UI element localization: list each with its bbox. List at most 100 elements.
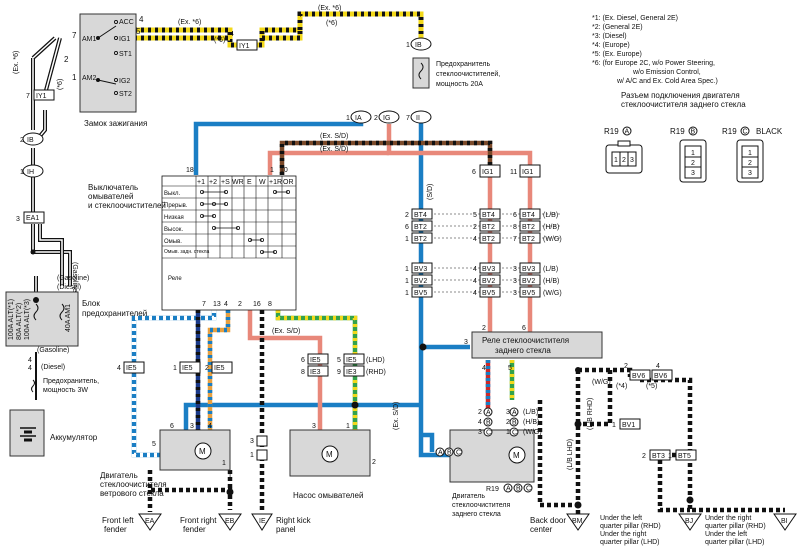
switch-col-5: E: [247, 179, 252, 186]
rear-motor-pins: A B C A B C A B C 243 321 (L/B) (H/B) (W…: [435, 407, 542, 457]
svg-text:6: 6: [472, 169, 476, 176]
svg-text:1: 1: [406, 42, 410, 49]
svg-text:13: 13: [213, 301, 221, 308]
switch-col-7: +1R: [269, 179, 282, 186]
svg-text:(RHD): (RHD): [366, 369, 386, 376]
svg-text:1: 1: [405, 278, 409, 285]
svg-text:A: A: [512, 410, 517, 417]
svg-text:16: 16: [253, 301, 261, 308]
svg-text:B: B: [512, 420, 517, 427]
note-star6-left: (*6): [214, 37, 225, 44]
svg-text:quarter pillar (RHD): quarter pillar (RHD): [600, 523, 661, 530]
svg-text:BT3: BT3: [652, 453, 665, 460]
rear-motor-m-icon: [508, 446, 526, 464]
ignition-box: [79, 13, 137, 113]
note-gasoline-vert: (Gasoline): [71, 262, 78, 294]
svg-text:1: 1: [250, 452, 254, 459]
rear-relay-line2: заднего стекла: [495, 346, 551, 355]
svg-text:A: A: [486, 410, 491, 417]
svg-text:4: 4: [656, 363, 660, 370]
note-6a: *6: (for Europe 2C, w/o Power Steering,: [592, 60, 715, 67]
ign-st2: ST2: [119, 91, 132, 98]
junction-ie: [256, 435, 268, 447]
fuse-am1: 40A AM1: [65, 304, 72, 332]
svg-text:BV6: BV6: [654, 373, 667, 380]
svg-text:1: 1: [668, 453, 672, 460]
svg-text:1: 1: [748, 150, 752, 157]
svg-text:3: 3: [250, 438, 254, 445]
ground-eb: EB Front right fender: [180, 513, 242, 534]
switch-title-2: омывателей: [88, 192, 133, 201]
switch-row-off: Выкл.: [164, 191, 181, 197]
svg-text:BT2: BT2: [414, 224, 427, 231]
svg-text:6: 6: [522, 325, 526, 332]
svg-text:quarter pillar (RHD): quarter pillar (RHD): [705, 523, 766, 530]
switch-table: [161, 175, 297, 311]
connector-c-shape: 123: [736, 139, 764, 183]
svg-text:3: 3: [478, 429, 482, 436]
ground-bi: BI Under the right quarter pillar (RHD) …: [705, 513, 797, 546]
svg-text:IY1: IY1: [36, 93, 47, 100]
svg-text:IG1: IG1: [522, 169, 533, 176]
switch-row-high: Высок.: [164, 227, 183, 233]
svg-text:1: 1: [405, 266, 409, 273]
svg-text:2: 2: [478, 409, 482, 416]
svg-text:2: 2: [405, 212, 409, 219]
svg-text:6: 6: [170, 423, 174, 430]
note-star6-top: (*6): [326, 20, 337, 27]
note-exsd-2: (Ex. S/D): [320, 146, 348, 153]
note-5: *5: (Ex. Europe): [592, 51, 642, 58]
svg-text:4: 4: [482, 365, 486, 372]
svg-text:2: 2: [372, 459, 376, 466]
svg-text:IB: IB: [415, 42, 422, 49]
svg-text:BV3: BV3: [522, 266, 535, 273]
svg-text:1: 1: [20, 169, 24, 176]
svg-text:8: 8: [301, 369, 305, 376]
r19a-circle: [622, 126, 632, 136]
svg-text:BT2: BT2: [522, 224, 535, 231]
fuse-block: 100A ALT(*1) 80A ALT(*2) 100A ALT(*3) 40…: [5, 291, 147, 347]
note-6c: w/ A/C and Ex. Cold Area Spec.): [616, 78, 718, 85]
note-exsd-pump: (Ex. S/D): [272, 328, 300, 335]
svg-text:(L/B): (L/B): [543, 212, 558, 219]
ign-ig1: IG1: [119, 36, 130, 43]
wiper-switch: +1 +2 +S WR E W +1R OR Выкл. Прерыв. Низ…: [88, 167, 297, 311]
note-3: *3: (Diesel): [592, 33, 627, 40]
wire-pink: [247, 124, 533, 430]
svg-text:EA: EA: [145, 518, 155, 525]
svg-text:7: 7: [406, 115, 410, 122]
r19b-letter: B: [691, 129, 696, 136]
svg-text:4: 4: [224, 301, 228, 308]
svg-text:1: 1: [506, 429, 510, 436]
svg-text:IE5: IE5: [182, 365, 193, 372]
battery: Аккумулятор: [9, 409, 98, 457]
ground-bm: BM Back door center: [530, 513, 590, 534]
svg-text:4: 4: [139, 15, 144, 24]
svg-text:5: 5: [136, 27, 141, 36]
connector-ea1: EA1 3: [16, 211, 45, 224]
svg-text:2: 2: [473, 224, 477, 231]
svg-text:4: 4: [473, 236, 477, 243]
svg-text:1: 1: [346, 423, 350, 430]
wire-yellow-top: [134, 11, 424, 48]
svg-text:2: 2: [482, 325, 486, 332]
svg-text:(LHD): (LHD): [366, 357, 385, 364]
r19c-circle: [740, 126, 750, 136]
switch-col-6: W: [259, 179, 266, 186]
svg-text:Under the left: Under the left: [705, 531, 747, 538]
svg-text:M: M: [326, 450, 333, 459]
svg-text:panel: panel: [276, 525, 296, 534]
svg-text:(W/G): (W/G): [543, 236, 562, 243]
ign-st1: ST1: [119, 51, 132, 58]
fuse-alt2: 80A ALT(*2): [16, 303, 23, 340]
svg-text:4: 4: [208, 423, 212, 430]
svg-text:C: C: [456, 450, 461, 457]
note-ex6-left: (Ex. *6): [13, 51, 20, 74]
svg-text:A: A: [506, 486, 511, 493]
svg-text:2: 2: [506, 419, 510, 426]
svg-text:4: 4: [117, 365, 121, 372]
